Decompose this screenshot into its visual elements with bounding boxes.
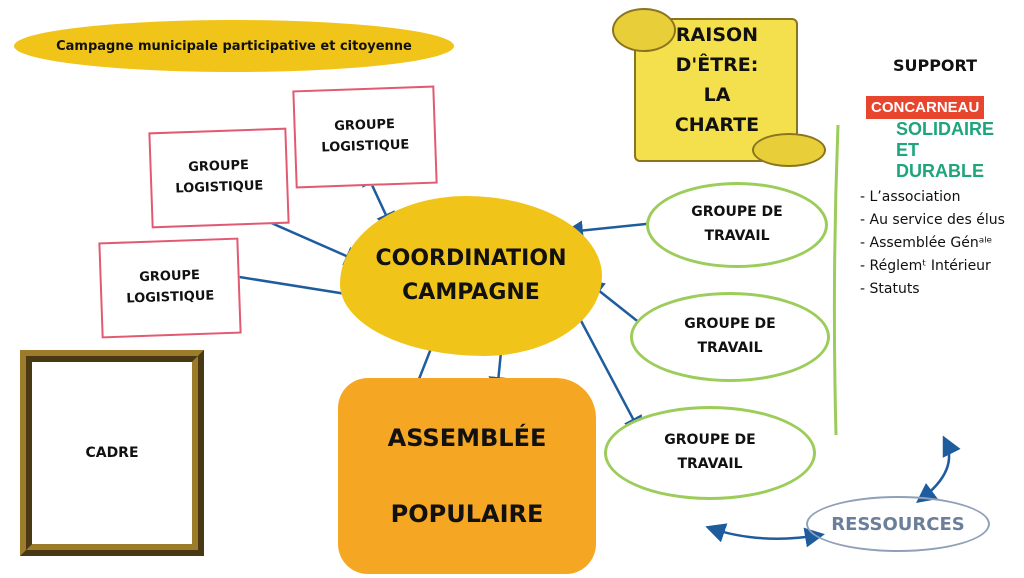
frame-label: CADRE xyxy=(85,445,139,461)
assembly-node[interactable]: ASSEMBLÉE POPULAIRE xyxy=(338,378,596,574)
support-item: - Au service des élus xyxy=(860,212,1005,228)
group-label: GROUPE DE xyxy=(684,316,776,333)
support-heading: SUPPORT xyxy=(892,56,978,75)
coordination-label: CAMPAGNE xyxy=(402,280,540,305)
association-logo: CONCARNEAU SOLIDAIRE ET DURABLE xyxy=(866,96,995,182)
arrow-travail-3 xyxy=(567,295,643,437)
group-label: LOGISTIQUE xyxy=(321,137,410,156)
group-label: TRAVAIL xyxy=(704,228,770,244)
support-item: - Assemblée Génᵃˡᵉ xyxy=(860,235,993,251)
logo-text: ET DURABLE xyxy=(896,140,984,181)
resources-label: RESSOURCES xyxy=(831,513,965,535)
charter-line: D'ÊTRE: xyxy=(675,54,759,76)
support-item: - Statuts xyxy=(860,281,920,297)
work-group-2[interactable]: GROUPE DE TRAVAIL xyxy=(630,292,830,382)
charter-line: LA xyxy=(703,84,731,106)
logo-text: CONCARNEAU xyxy=(866,96,985,119)
charter-scroll: RAISON D'ÊTRE: LA CHARTE xyxy=(612,8,826,168)
work-group-3[interactable]: GROUPE DE TRAVAIL xyxy=(604,406,816,500)
campaign-title: Campagne municipale participative et cit… xyxy=(14,20,454,72)
charter-line: CHARTE xyxy=(674,114,760,136)
support-item: - Réglemᵗ Intérieur xyxy=(860,258,991,274)
logo-text: SOLIDAIRE xyxy=(896,119,995,139)
charter-line: RAISON xyxy=(675,24,759,46)
assembly-label: POPULAIRE xyxy=(390,500,544,528)
resources-node[interactable]: RESSOURCES xyxy=(806,496,990,552)
group-label: TRAVAIL xyxy=(677,456,743,472)
group-label: LOGISTIQUE xyxy=(175,178,264,197)
group-label: GROUPE DE xyxy=(691,204,783,221)
group-label: LOGISTIQUE xyxy=(126,288,215,307)
coordination-label: COORDINATION xyxy=(375,246,567,271)
frame-box[interactable]: CADRE xyxy=(20,350,204,556)
support-list: - L’association - Au service des élus - … xyxy=(860,186,1005,301)
group-label: TRAVAIL xyxy=(697,340,763,356)
group-label: GROUPE DE xyxy=(664,432,756,449)
coordination-node[interactable]: COORDINATION CAMPAGNE xyxy=(340,196,602,356)
work-group-1[interactable]: GROUPE DE TRAVAIL xyxy=(646,182,828,268)
arrow-support-ressources xyxy=(916,435,961,504)
assembly-label: ASSEMBLÉE xyxy=(387,424,547,452)
support-item: - L’association xyxy=(860,189,961,205)
arrow-ressources xyxy=(705,523,825,548)
